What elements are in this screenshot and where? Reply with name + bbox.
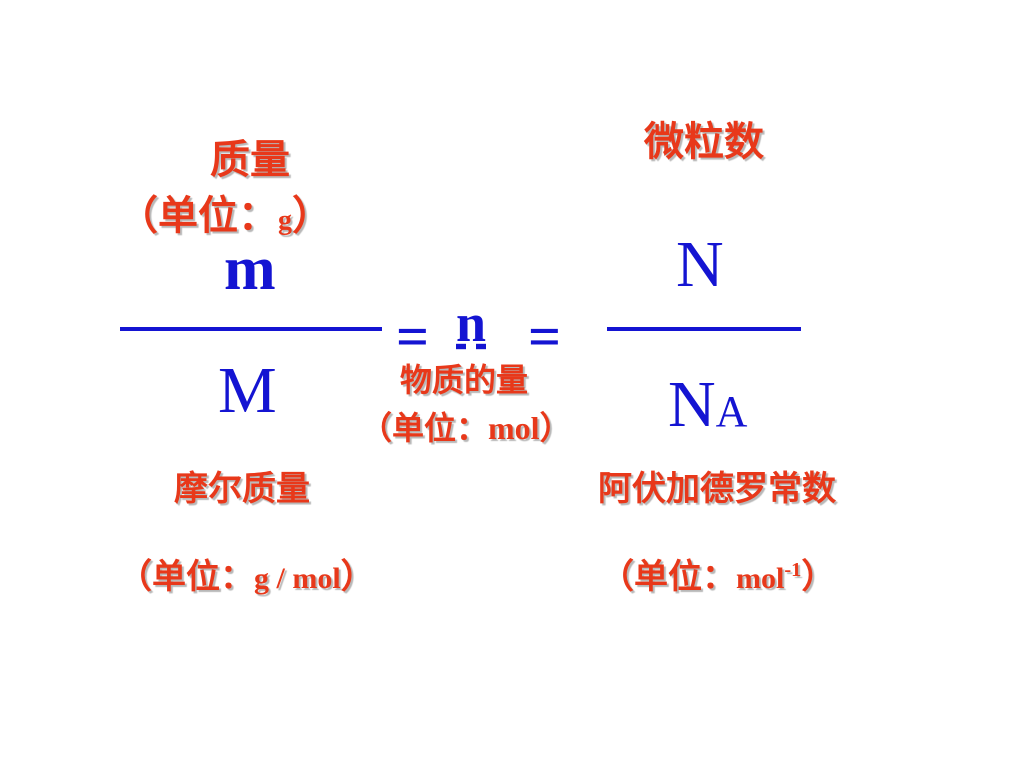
mass-symbol: m [224, 235, 276, 303]
mass-unit: （单位：g） [118, 196, 332, 236]
mass-unit-value: g [278, 205, 292, 236]
mass-label: 质量 [210, 136, 290, 183]
mass-unit-open: （单位： [118, 192, 278, 239]
left-fraction-bar [120, 327, 382, 331]
amount-label: 物质的量 [400, 361, 529, 399]
amount-symbol: n [456, 293, 487, 353]
avogadro-symbol-subscript: A [715, 387, 748, 436]
avogadro-unit-open: （单位： [600, 557, 736, 597]
particle-count-symbol: N [676, 228, 724, 301]
amount-unit-value: mol [488, 410, 540, 446]
molar-mass-unit-close: ） [340, 557, 375, 597]
equals-right: = [528, 304, 562, 369]
molar-mass-symbol: M [218, 354, 277, 427]
molar-mass-unit: （单位：g / mol） [118, 560, 375, 594]
molar-mass-label: 摩尔质量 [174, 469, 310, 509]
avogadro-unit: （单位：mol-1） [600, 560, 835, 594]
avogadro-unit-value: mol [736, 562, 785, 595]
molar-mass-unit-value: g / mol [254, 562, 341, 595]
mass-unit-close: ） [292, 192, 332, 239]
equals-left: = [396, 304, 430, 369]
avogadro-symbol-main: N [668, 368, 716, 441]
avogadro-unit-close: ） [801, 557, 836, 597]
molar-mass-unit-open: （单位： [118, 557, 254, 597]
avogadro-symbol: NA [668, 372, 747, 438]
amount-unit-close: ） [539, 409, 572, 447]
particle-count-label: 微粒数 [644, 118, 764, 165]
amount-unit-open: （单位： [360, 409, 489, 447]
avogadro-unit-exponent: -1 [784, 558, 802, 581]
amount-unit: （单位：mol） [360, 412, 572, 444]
avogadro-label: 阿伏加德罗常数 [598, 469, 836, 509]
right-fraction-bar [607, 327, 801, 331]
